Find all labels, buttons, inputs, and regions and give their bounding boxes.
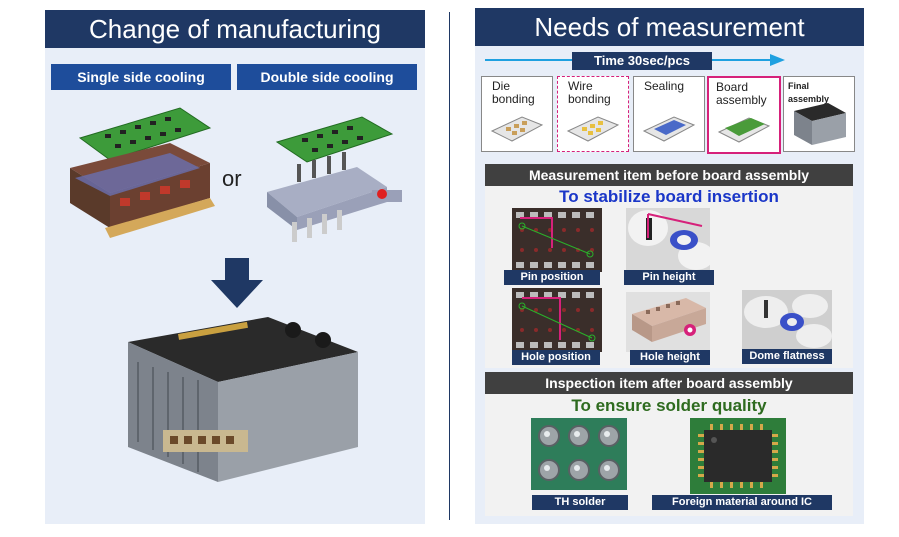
hole-height-label: Hole height xyxy=(630,350,710,365)
process-die-bonding: Die bonding xyxy=(481,76,553,152)
process-final-assembly: Final assembly xyxy=(783,76,855,152)
th-solder-image xyxy=(531,418,627,490)
dome-flatness-image xyxy=(742,290,832,350)
wire-bonding-icon xyxy=(566,116,620,142)
die-bonding-icon xyxy=(490,116,544,142)
hole-position-image xyxy=(512,288,602,352)
right-header: Needs of measurement xyxy=(475,8,864,46)
sealing-icon xyxy=(642,116,696,142)
time-label: Time 30sec/pcs xyxy=(572,52,712,70)
pin-height-image xyxy=(626,208,710,272)
process-board-assembly: Board assembly xyxy=(707,76,781,154)
pin-height-label: Pin height xyxy=(624,270,714,285)
solder-goal: To ensure solder quality xyxy=(571,396,767,415)
process-label: Sealing xyxy=(644,79,685,93)
process-wire-bonding: Wire bonding xyxy=(557,76,629,152)
down-arrow-icon xyxy=(211,258,263,308)
final-assembly-icon xyxy=(794,103,846,145)
process-label: Die bonding xyxy=(492,79,535,106)
foreign-material-label: Foreign material around IC xyxy=(652,495,832,510)
double-side-module-image xyxy=(267,116,402,242)
pin-position-label: Pin position xyxy=(504,270,600,285)
single-side-cooling-label: Single side cooling xyxy=(51,64,231,90)
left-header: Change of manufacturing xyxy=(45,10,425,48)
single-side-module-image xyxy=(70,107,215,238)
or-label: or xyxy=(222,166,242,191)
double-side-cooling-label: Double side cooling xyxy=(237,64,417,90)
ic-image xyxy=(690,418,786,494)
process-label: Wire bonding xyxy=(568,79,611,106)
process-sealing: Sealing xyxy=(633,76,705,152)
hole-height-image xyxy=(626,292,710,352)
process-label: Final assembly xyxy=(788,81,830,104)
stabilize-goal: To stabilize board insertion xyxy=(559,187,779,206)
before-assembly-banner: Measurement item before board assembly xyxy=(485,164,853,186)
hole-position-label: Hole position xyxy=(512,350,600,365)
after-assembly-banner: Inspection item after board assembly xyxy=(485,372,853,394)
vertical-divider xyxy=(449,12,450,520)
process-label: Board assembly xyxy=(716,80,767,107)
board-assembly-icon xyxy=(717,117,771,143)
pin-position-image xyxy=(512,208,602,272)
inverter-unit-image xyxy=(128,317,358,482)
th-solder-label: TH solder xyxy=(532,495,628,510)
dome-flatness-label: Dome flatness xyxy=(742,349,832,364)
